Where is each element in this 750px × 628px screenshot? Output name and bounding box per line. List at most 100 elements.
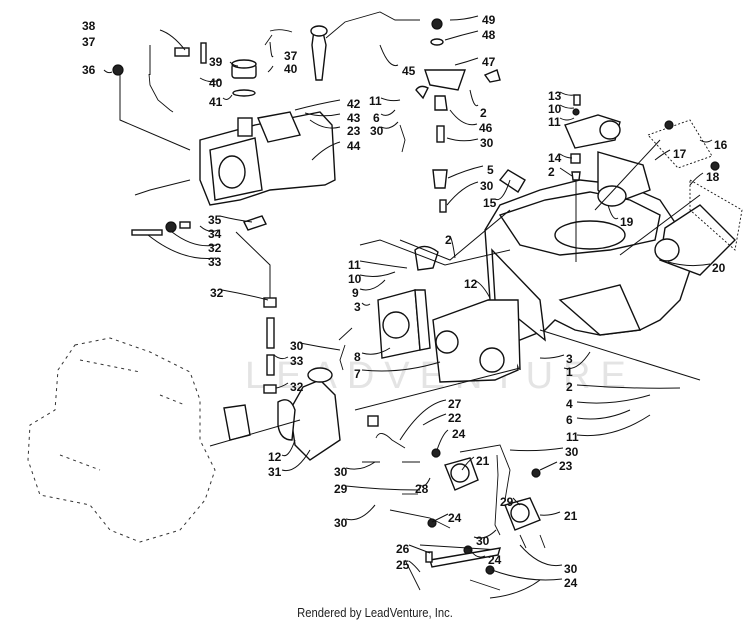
callout-8: 8 xyxy=(354,350,361,364)
leader-line xyxy=(408,560,421,573)
leader-line xyxy=(361,361,441,372)
callout-23: 23 xyxy=(559,459,573,473)
callout-41: 41 xyxy=(209,95,223,109)
callout-30: 30 xyxy=(476,534,490,548)
leader-line xyxy=(269,41,274,58)
callout-21: 21 xyxy=(476,454,490,468)
callout-26: 26 xyxy=(396,542,410,556)
oil-line-left xyxy=(131,215,277,394)
callout-30: 30 xyxy=(334,465,348,479)
callout-11: 11 xyxy=(369,94,382,108)
callout-24: 24 xyxy=(448,511,462,525)
callout-1: 1 xyxy=(566,365,573,379)
callout-6: 6 xyxy=(566,413,573,427)
callout-11: 11 xyxy=(548,115,561,129)
callout-40: 40 xyxy=(209,76,223,90)
callout-labels: 3837363940413740424323444549484721164630… xyxy=(82,13,728,590)
callout-30: 30 xyxy=(480,136,494,150)
leader-line xyxy=(309,119,341,129)
callout-10: 10 xyxy=(548,102,562,116)
callout-3: 3 xyxy=(566,352,573,366)
callout-27: 27 xyxy=(448,397,462,411)
leader-line xyxy=(273,354,289,360)
callout-30: 30 xyxy=(370,124,384,138)
callout-25: 25 xyxy=(396,558,410,572)
callout-30: 30 xyxy=(334,516,348,530)
leader-line xyxy=(654,149,671,161)
leader-line xyxy=(539,461,558,471)
leader-line xyxy=(436,429,449,451)
leader-line xyxy=(559,117,575,121)
callout-45: 45 xyxy=(402,64,416,78)
callout-24: 24 xyxy=(488,553,502,567)
leader-line xyxy=(449,15,479,21)
leader-line xyxy=(299,342,341,351)
leader-line xyxy=(267,65,274,73)
leader-line xyxy=(447,165,484,179)
leader-line xyxy=(199,225,219,232)
leader-line xyxy=(509,447,564,452)
leader-line xyxy=(219,215,253,223)
leader-line xyxy=(359,279,386,291)
leader-line xyxy=(345,461,376,470)
leader-line xyxy=(559,104,575,109)
callout-2: 2 xyxy=(480,106,487,120)
leader-line xyxy=(379,44,399,67)
leader-line xyxy=(199,77,221,83)
callout-31: 31 xyxy=(268,465,282,479)
leader-line xyxy=(539,511,561,516)
callout-11: 11 xyxy=(566,430,579,444)
callout-16: 16 xyxy=(714,138,728,152)
leader-line xyxy=(461,456,475,471)
leader-line xyxy=(699,139,713,143)
leader-line xyxy=(563,351,591,370)
callout-30: 30 xyxy=(480,179,494,193)
leader-line xyxy=(419,477,431,487)
callout-18: 18 xyxy=(706,170,720,184)
leader-line xyxy=(408,544,431,554)
oil-pump-fittings xyxy=(399,18,526,213)
leader-line xyxy=(444,30,479,41)
callout-30: 30 xyxy=(564,562,578,576)
callout-23: 23 xyxy=(347,124,361,138)
leader-line xyxy=(361,347,391,355)
callout-32: 32 xyxy=(208,241,222,255)
callout-12: 12 xyxy=(268,450,282,464)
callout-46: 46 xyxy=(479,121,493,135)
leader-line xyxy=(576,384,681,389)
leader-line xyxy=(446,181,479,206)
leader-line xyxy=(359,271,396,277)
leader-line xyxy=(361,302,371,306)
callout-17: 17 xyxy=(673,147,687,161)
carburetor-adapters xyxy=(354,209,701,411)
callout-39: 39 xyxy=(209,55,223,69)
leader-line xyxy=(221,289,269,301)
leader-line xyxy=(222,94,233,100)
callout-49: 49 xyxy=(482,13,496,27)
leader-line xyxy=(449,109,478,126)
callout-9: 9 xyxy=(352,286,359,300)
footer-credit: Rendered by LeadVenture, Inc. xyxy=(297,606,453,620)
leader-line xyxy=(473,529,497,539)
callout-14: 14 xyxy=(548,151,562,165)
callout-20: 20 xyxy=(712,261,726,275)
callout-29: 29 xyxy=(334,482,348,496)
callout-22: 22 xyxy=(448,411,462,425)
leader-line xyxy=(311,141,341,161)
oil-level-sender xyxy=(310,11,420,81)
leader-line xyxy=(559,153,573,159)
leader-line xyxy=(380,121,399,129)
leader-line xyxy=(281,449,311,472)
callout-37: 37 xyxy=(82,35,96,49)
leader-line xyxy=(519,544,563,567)
engine-outline xyxy=(27,337,216,543)
leader-line xyxy=(229,61,239,67)
leader-line xyxy=(446,137,479,142)
callout-7: 7 xyxy=(354,367,361,381)
callout-33: 33 xyxy=(290,354,304,368)
leader-line xyxy=(399,399,447,441)
leader-line xyxy=(159,29,186,51)
leader-line xyxy=(171,231,217,247)
callout-2: 2 xyxy=(445,233,452,247)
leader-line xyxy=(281,439,296,457)
